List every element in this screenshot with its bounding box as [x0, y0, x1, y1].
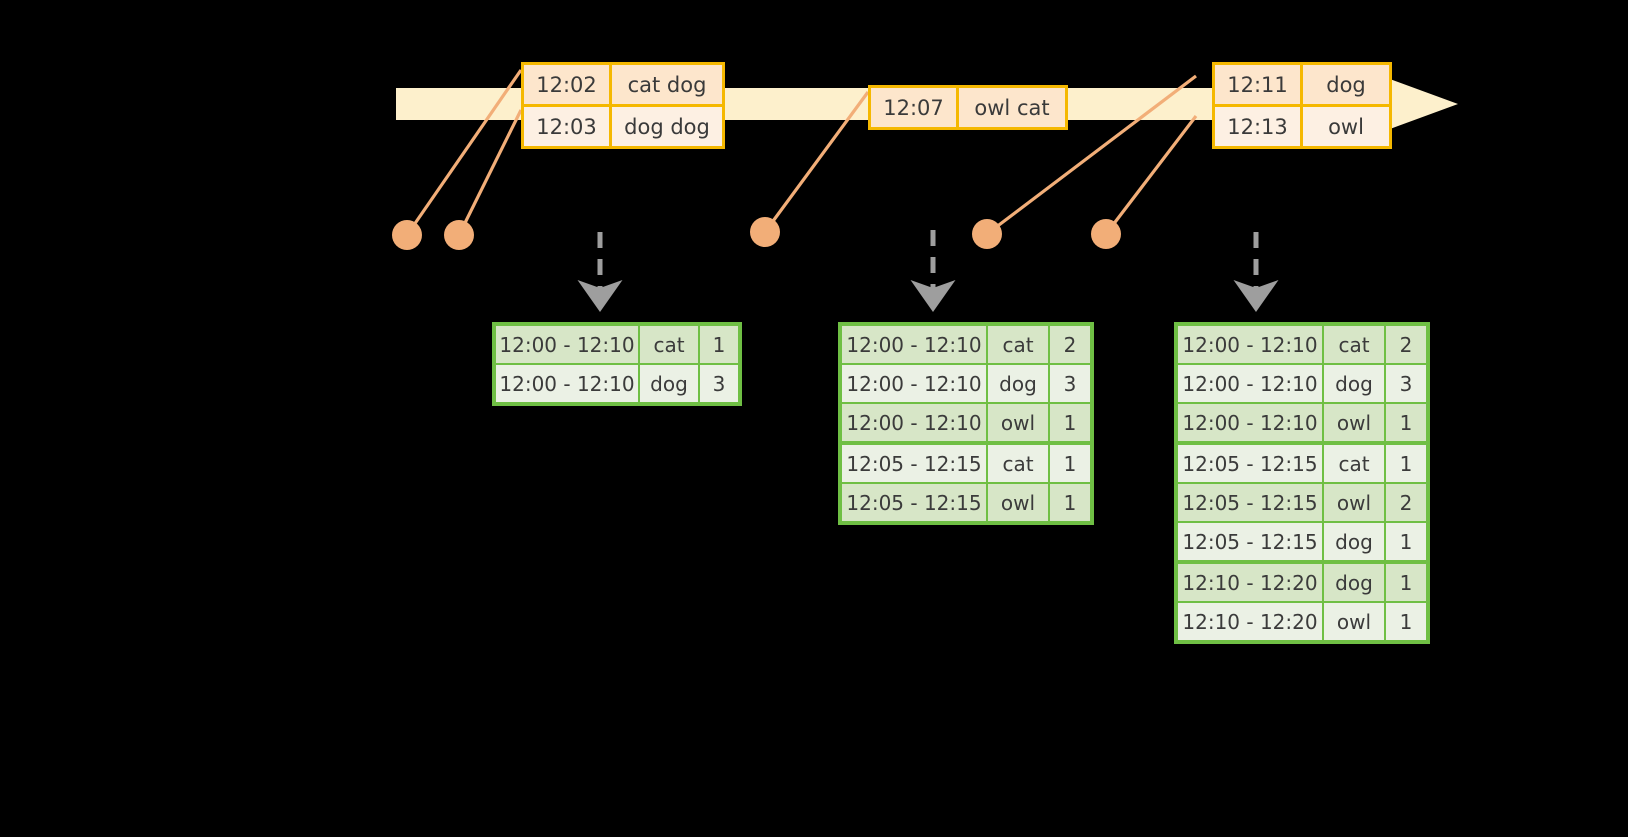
cell-word: owl: [988, 484, 1048, 521]
connector-dot-5: [1091, 219, 1121, 249]
event-row: 12:03 dog dog: [524, 104, 722, 146]
cell-word: cat: [1324, 445, 1384, 482]
connector-dot-1: [392, 220, 422, 250]
event-time: 12:03: [524, 107, 612, 146]
connector-dot-3: [750, 217, 780, 247]
event-row: 12:13 owl: [1215, 104, 1389, 146]
cell-count: 1: [700, 326, 738, 363]
connector-line-3: [763, 91, 870, 233]
cell-word: owl: [1324, 603, 1384, 640]
event-time: 12:13: [1215, 107, 1303, 146]
cell-window: 12:05 - 12:15: [1178, 484, 1322, 521]
cell-count: 1: [1386, 603, 1426, 640]
event-row: 12:11 dog: [1215, 65, 1389, 104]
cell-count: 1: [1050, 404, 1090, 441]
cell-word: dog: [1324, 564, 1384, 601]
connector-dot-2: [444, 220, 474, 250]
cell-window: 12:00 - 12:10: [842, 326, 986, 363]
event-row: 12:07 owl cat: [871, 88, 1065, 127]
cell-count: 3: [1386, 365, 1426, 402]
cell-window: 12:05 - 12:15: [1178, 445, 1322, 482]
cell-count: 1: [1050, 445, 1090, 482]
event-time: 12:02: [524, 65, 612, 104]
connector-line-1: [405, 69, 523, 236]
cell-count: 2: [1386, 326, 1426, 363]
event-box-2[interactable]: 12:07 owl cat: [868, 85, 1068, 130]
cell-count: 2: [1386, 484, 1426, 521]
connector-line-5: [1104, 115, 1198, 235]
cell-word: cat: [988, 326, 1048, 363]
cell-word: cat: [640, 326, 698, 363]
cell-count: 1: [1386, 523, 1426, 560]
event-time: 12:07: [871, 88, 959, 127]
cell-count: 1: [1050, 484, 1090, 521]
cell-window: 12:00 - 12:10: [1178, 326, 1322, 363]
cell-count: 3: [700, 365, 738, 402]
cell-word: owl: [1324, 404, 1384, 441]
event-box-3[interactable]: 12:11 dog 12:13 owl: [1212, 62, 1392, 149]
cell-word: dog: [640, 365, 698, 402]
cell-count: 1: [1386, 564, 1426, 601]
dashed-arrows: [577, 230, 1279, 312]
cell-window: 12:05 - 12:15: [842, 484, 986, 521]
cell-count: 1: [1386, 404, 1426, 441]
cell-word: dog: [1324, 523, 1384, 560]
event-box-1[interactable]: 12:02 cat dog 12:03 dog dog: [521, 62, 725, 149]
connector-dots: [392, 217, 1121, 250]
event-row: 12:02 cat dog: [524, 65, 722, 104]
cell-word: owl: [1324, 484, 1384, 521]
cell-window: 12:10 - 12:20: [1178, 564, 1322, 601]
cell-word: dog: [988, 365, 1048, 402]
cell-window: 12:00 - 12:10: [496, 326, 638, 363]
cell-count: 3: [1050, 365, 1090, 402]
cell-window: 12:00 - 12:10: [496, 365, 638, 402]
cell-count: 2: [1050, 326, 1090, 363]
cell-word: cat: [988, 445, 1048, 482]
cell-word: dog: [1324, 365, 1384, 402]
connector-dot-4: [972, 219, 1002, 249]
event-words: dog: [1303, 65, 1389, 104]
event-time: 12:11: [1215, 65, 1303, 104]
cell-window: 12:00 - 12:10: [842, 404, 986, 441]
cell-window: 12:10 - 12:20: [1178, 603, 1322, 640]
event-words: owl cat: [959, 88, 1065, 127]
connector-line-2: [457, 109, 523, 236]
cell-window: 12:05 - 12:15: [842, 445, 986, 482]
cell-count: 1: [1386, 445, 1426, 482]
cell-window: 12:05 - 12:15: [1178, 523, 1322, 560]
event-words: cat dog: [612, 65, 722, 104]
cell-window: 12:00 - 12:10: [842, 365, 986, 402]
event-words: owl: [1303, 107, 1389, 146]
event-words: dog dog: [612, 107, 722, 146]
cell-word: owl: [988, 404, 1048, 441]
cell-window: 12:00 - 12:10: [1178, 404, 1322, 441]
cell-window: 12:00 - 12:10: [1178, 365, 1322, 402]
cell-word: cat: [1324, 326, 1384, 363]
